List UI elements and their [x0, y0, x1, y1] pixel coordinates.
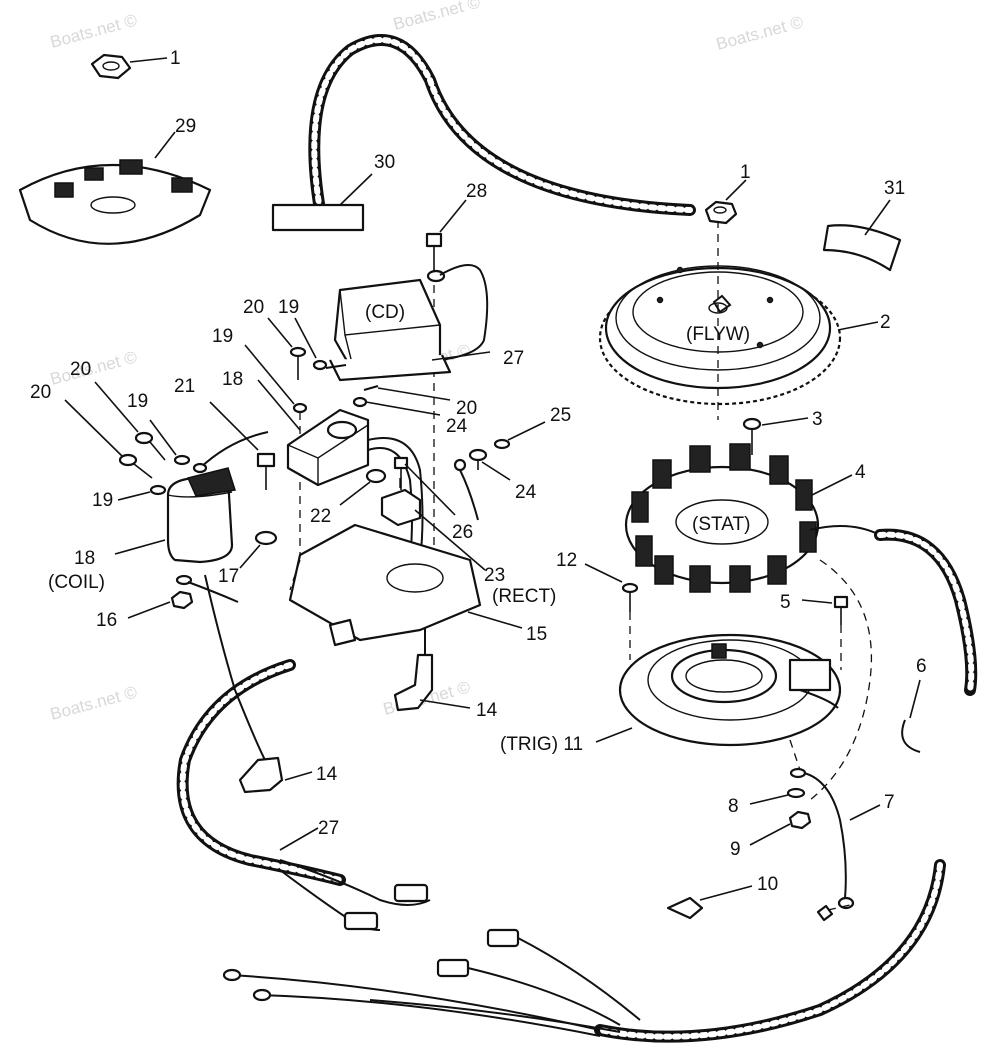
- label-19: 19: [212, 326, 233, 347]
- label-14: 14: [476, 700, 498, 721]
- part-bolt-3: [742, 417, 809, 455]
- label-29: 29: [175, 116, 196, 137]
- label-30: 30: [374, 152, 395, 173]
- label-24: 24: [515, 482, 537, 503]
- part-nut-16: [127, 574, 239, 619]
- part-nut-9: [749, 810, 812, 846]
- label-trig-11: (TRIG) 11: [500, 734, 583, 755]
- label-20: 20: [30, 382, 51, 403]
- label-31: 31: [884, 178, 905, 199]
- part-screw-5: [801, 595, 849, 670]
- part-flywheel-2: [598, 220, 879, 420]
- label-5: 5: [780, 592, 791, 613]
- label-18: 18: [74, 548, 95, 569]
- label-17: 17: [218, 566, 239, 587]
- label-20: 20: [70, 359, 91, 380]
- part-washer-8: [749, 787, 806, 805]
- label-25: 25: [550, 405, 571, 426]
- label-flyw: (FLYW): [686, 324, 750, 345]
- part-cd-box: [329, 278, 491, 382]
- label-12: 12: [556, 550, 577, 571]
- label-14: 14: [316, 764, 338, 785]
- label-20: 20: [243, 297, 264, 318]
- part-screw-12: [584, 563, 639, 660]
- label-19: 19: [92, 490, 113, 511]
- label-21: 21: [174, 376, 195, 397]
- label-18: 18: [222, 369, 243, 390]
- main-harness-27: [176, 659, 946, 1043]
- part-rectifier-23: [380, 478, 486, 571]
- label-22: 22: [310, 506, 331, 527]
- part-trigger-11: [595, 633, 842, 771]
- part-nut-1: [90, 53, 168, 80]
- label-20: 20: [456, 398, 477, 419]
- label-cd: (CD): [365, 302, 405, 323]
- label-24: 24: [446, 416, 468, 437]
- part-nut-1b: [704, 179, 747, 225]
- label-2: 2: [880, 312, 891, 333]
- label-coil: (COIL): [48, 572, 105, 593]
- part-screws-left: [64, 381, 191, 501]
- watermark: Boats.net ©: [48, 347, 139, 389]
- part-screws-cd: [244, 317, 451, 560]
- label-28: 28: [466, 181, 487, 202]
- label-19: 19: [127, 391, 148, 412]
- part-washer-17: [239, 530, 278, 569]
- watermark: Boats.net ©: [48, 682, 139, 724]
- watermark: Boats.net ©: [391, 0, 482, 34]
- part-screw-25: [468, 421, 546, 481]
- label-7: 7: [884, 792, 895, 813]
- label-15: 15: [526, 624, 547, 645]
- label-27: 27: [503, 348, 524, 369]
- part-coil-18b: [114, 467, 236, 564]
- label-stat: (STAT): [692, 514, 750, 535]
- callout-labels: 1 29 30 28 1 31 2 (FLYW) (CD) 20 19 27 1…: [30, 48, 927, 895]
- part-cup-29: [18, 131, 212, 245]
- label-9: 9: [730, 839, 741, 860]
- part-strip-31: [822, 199, 902, 272]
- part-screw-26: [393, 456, 456, 516]
- label-16: 16: [96, 610, 117, 631]
- label-10: 10: [757, 874, 778, 895]
- label-8: 8: [728, 796, 739, 817]
- label-1-flywheel: 1: [740, 162, 751, 183]
- watermark: Boats.net ©: [714, 12, 805, 54]
- label-26: 26: [452, 522, 473, 543]
- label-23: 23: [484, 565, 505, 586]
- label-4: 4: [855, 462, 866, 483]
- stator-harness: [874, 528, 978, 696]
- part-clamp-10: [666, 885, 851, 922]
- part-clip-6: [901, 679, 921, 753]
- part-boot-14a: [204, 574, 313, 794]
- label-1: 1: [170, 48, 181, 69]
- label-19: 19: [278, 297, 299, 318]
- part-pad-30: [271, 34, 696, 232]
- watermark: Boats.net ©: [48, 10, 139, 52]
- part-stator-4: [624, 443, 881, 593]
- part-lead-24: [453, 458, 479, 521]
- part-bolt-21: [192, 401, 276, 490]
- label-27: 27: [318, 818, 339, 839]
- label-3: 3: [812, 409, 823, 430]
- label-6: 6: [916, 656, 927, 677]
- part-coil-18a: [257, 379, 424, 561]
- part-bracket-15: [288, 523, 523, 647]
- label-rect: (RECT): [492, 586, 556, 607]
- part-washer-22: [339, 468, 387, 506]
- part-ground-7: [789, 767, 881, 910]
